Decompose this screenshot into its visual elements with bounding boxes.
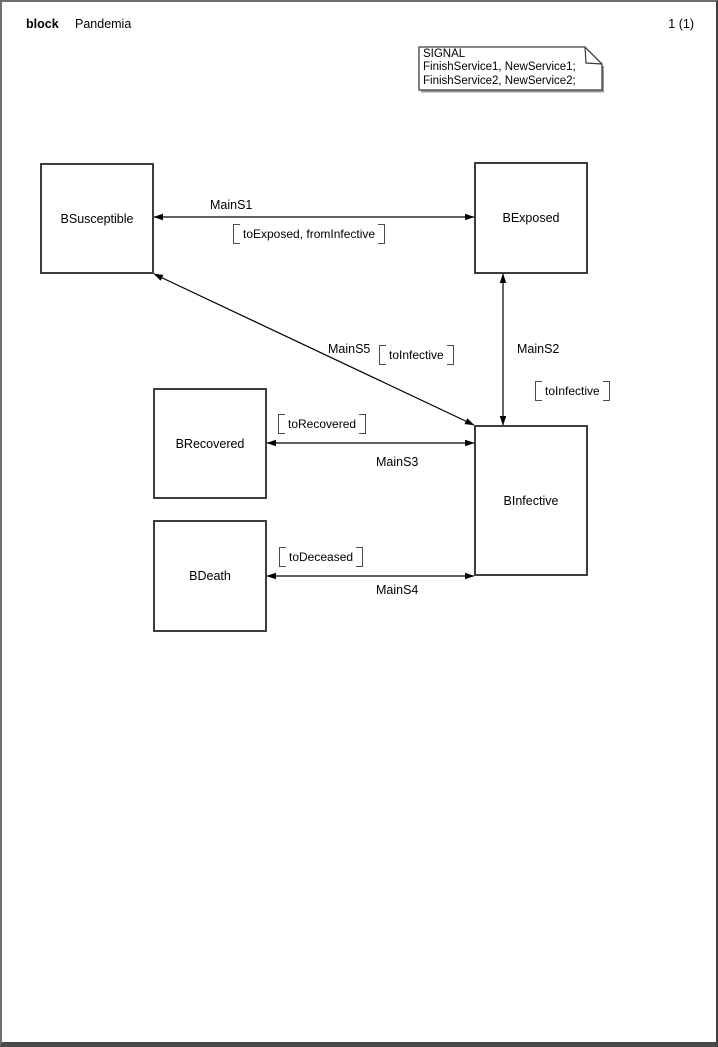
channel-label-mains5[interactable]: MainS5 <box>328 342 371 356</box>
block-bexposed[interactable]: BExposed <box>474 162 588 274</box>
signal-declaration-text[interactable]: SIGNAL FinishService1, NewService1; Fini… <box>423 48 599 88</box>
channel-label-mains1[interactable]: MainS1 <box>210 198 253 212</box>
channel-label-mains3[interactable]: MainS3 <box>376 455 419 469</box>
block-label: BDeath <box>189 569 231 583</box>
block-label: BRecovered <box>175 436 245 451</box>
block-label: BSusceptible <box>60 211 134 226</box>
page-number: 1 (1) <box>668 17 694 31</box>
signal-note-line: SIGNAL <box>423 48 466 60</box>
block-bsusceptible[interactable]: BSusceptible <box>40 163 154 274</box>
channel-mains5-line[interactable] <box>153 273 475 426</box>
channel-label-mains2[interactable]: MainS2 <box>517 342 560 356</box>
diagram-title: Pandemia <box>75 17 132 31</box>
signal-note-line: FinishService1, NewService1; <box>423 61 576 74</box>
signal-list-mains1[interactable]: toExposed, fromInfective <box>233 224 386 244</box>
signal-list-mains5[interactable]: toInfective <box>379 345 454 365</box>
block-bdeath[interactable]: BDeath <box>153 520 267 632</box>
signal-list-mains4[interactable]: toDeceased <box>279 547 364 567</box>
block-binfective[interactable]: BInfective <box>474 425 588 576</box>
block-brecovered[interactable]: BRecovered <box>153 388 267 499</box>
signal-list-mains2[interactable]: toInfective <box>535 381 610 401</box>
block-label: BInfective <box>503 493 559 508</box>
block-label: BExposed <box>502 211 560 225</box>
diagram-kind-keyword: block <box>26 17 59 31</box>
signal-list-mains3[interactable]: toRecovered <box>278 414 367 434</box>
channel-label-mains4[interactable]: MainS4 <box>376 583 419 597</box>
signal-note-line: FinishService2, NewService2; <box>423 74 576 87</box>
